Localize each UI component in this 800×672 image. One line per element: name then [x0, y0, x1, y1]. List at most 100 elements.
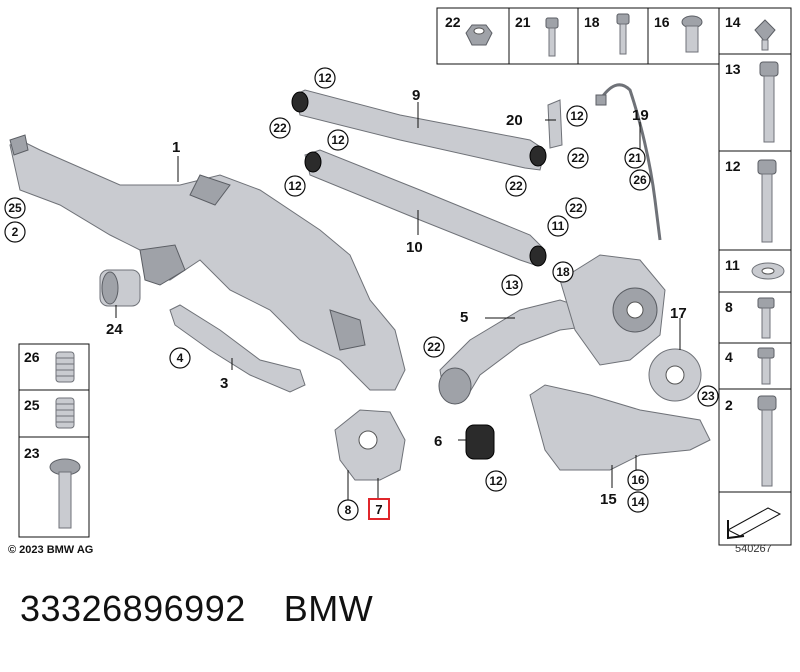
svg-text:21: 21 [628, 151, 642, 165]
part-number-line: 33326896992 BMW [20, 588, 411, 630]
label-3: 3 [220, 375, 228, 392]
bolt-icon [757, 297, 775, 339]
hw-label-23: 23 [24, 445, 40, 461]
callout-12: 12 [327, 129, 349, 151]
bolt-icon [757, 347, 775, 385]
svg-text:22: 22 [571, 151, 585, 165]
brand-name: BMW [283, 588, 374, 629]
callout-22: 22 [567, 147, 589, 169]
callout-12: 12 [314, 67, 336, 89]
callout-12: 12 [485, 470, 507, 492]
hardware-left-column: 26 25 23 [18, 343, 90, 538]
callout-22: 22 [565, 197, 587, 219]
svg-text:12: 12 [570, 109, 584, 123]
sensor-bracket-part [547, 99, 563, 149]
bolt-icon [759, 61, 779, 143]
hw-label-2: 2 [725, 397, 733, 413]
threaded-insert-icon [55, 397, 75, 429]
hw-label-4: 4 [725, 349, 733, 365]
label-19: 19 [632, 107, 649, 124]
svg-text:22: 22 [273, 121, 287, 135]
callout-22: 22 [269, 117, 291, 139]
svg-text:14: 14 [631, 495, 645, 509]
diagram-reference: 540267 [735, 543, 772, 555]
svg-text:18: 18 [556, 265, 570, 279]
callout-2: 2 [4, 221, 26, 243]
label-15: 15 [600, 491, 617, 508]
threaded-insert-icon [55, 351, 75, 383]
callout-14: 14 [627, 491, 649, 513]
hw-label-25: 25 [24, 397, 40, 413]
highlighted-item-7[interactable]: 7 [368, 498, 390, 520]
svg-text:12: 12 [331, 133, 345, 147]
hw-label-11: 11 [725, 257, 740, 273]
bushing-part [465, 424, 495, 460]
svg-text:2: 2 [12, 225, 19, 239]
label-9: 9 [412, 87, 420, 104]
copyright-text: © 2023 BMW AG [8, 544, 93, 556]
bolt-icon [49, 458, 81, 529]
svg-text:26: 26 [633, 173, 647, 187]
hw-label-14: 14 [725, 14, 741, 30]
label-6: 6 [434, 433, 442, 450]
svg-text:4: 4 [177, 351, 184, 365]
hardware-right-column: 14 13 12 11 8 4 2 [718, 7, 792, 546]
label-20: 20 [506, 112, 523, 129]
callout-21: 21 [624, 147, 646, 169]
bracket-part [169, 304, 306, 393]
callout-12: 12 [284, 175, 306, 197]
callout-18: 18 [552, 261, 574, 283]
wheel-speed-sensor-part [595, 83, 662, 241]
bolt-icon [616, 13, 630, 55]
svg-text:22: 22 [569, 201, 583, 215]
hw-label-16: 16 [654, 14, 670, 30]
bolt-icon [757, 395, 777, 487]
leader-lines [115, 102, 681, 500]
callout-4: 4 [169, 347, 191, 369]
label-17: 17 [670, 305, 687, 322]
callout-8: 8 [337, 499, 359, 521]
callout-23: 23 [697, 385, 719, 407]
svg-text:25: 25 [8, 201, 22, 215]
svg-text:22: 22 [509, 179, 523, 193]
hw-label-13: 13 [725, 61, 741, 77]
rear-subframe [9, 134, 406, 391]
reference-arrow-icon [726, 507, 782, 540]
control-arm-lower [304, 149, 547, 267]
callout-13: 13 [501, 274, 523, 296]
bushing-part [99, 269, 141, 307]
mounting-plate-part [334, 409, 406, 481]
svg-text:8: 8 [345, 503, 352, 517]
hw-label-12: 12 [725, 158, 741, 174]
callout-22: 22 [505, 175, 527, 197]
callout-12: 12 [566, 105, 588, 127]
hw-label-26: 26 [24, 349, 40, 365]
callout-22: 22 [423, 336, 445, 358]
wheel-hub-part [648, 348, 702, 402]
svg-text:12: 12 [318, 71, 332, 85]
part-number: 33326896992 [20, 588, 246, 629]
hw-label-18: 18 [584, 14, 600, 30]
svg-text:12: 12 [489, 474, 503, 488]
label-1: 1 [172, 139, 180, 156]
bolt-icon [757, 159, 777, 243]
flange-bolt-icon [681, 15, 703, 53]
callout-25: 25 [4, 197, 26, 219]
clip-nut-icon [754, 19, 776, 51]
heat-shield-part [529, 384, 711, 471]
wheel-carrier-part [559, 254, 666, 366]
svg-text:11: 11 [552, 219, 565, 233]
bolt-icon [545, 17, 559, 57]
svg-text:23: 23 [701, 389, 715, 403]
svg-text:12: 12 [288, 179, 302, 193]
label-24: 24 [106, 321, 123, 338]
svg-text:16: 16 [631, 473, 645, 487]
label-5: 5 [460, 309, 468, 326]
callout-11: 11 [547, 215, 569, 237]
nut-icon [465, 24, 493, 46]
hw-label-22: 22 [445, 14, 461, 30]
callout-16: 16 [627, 469, 649, 491]
label-10: 10 [406, 239, 423, 256]
hardware-top-row: 22 21 18 16 [436, 7, 720, 65]
